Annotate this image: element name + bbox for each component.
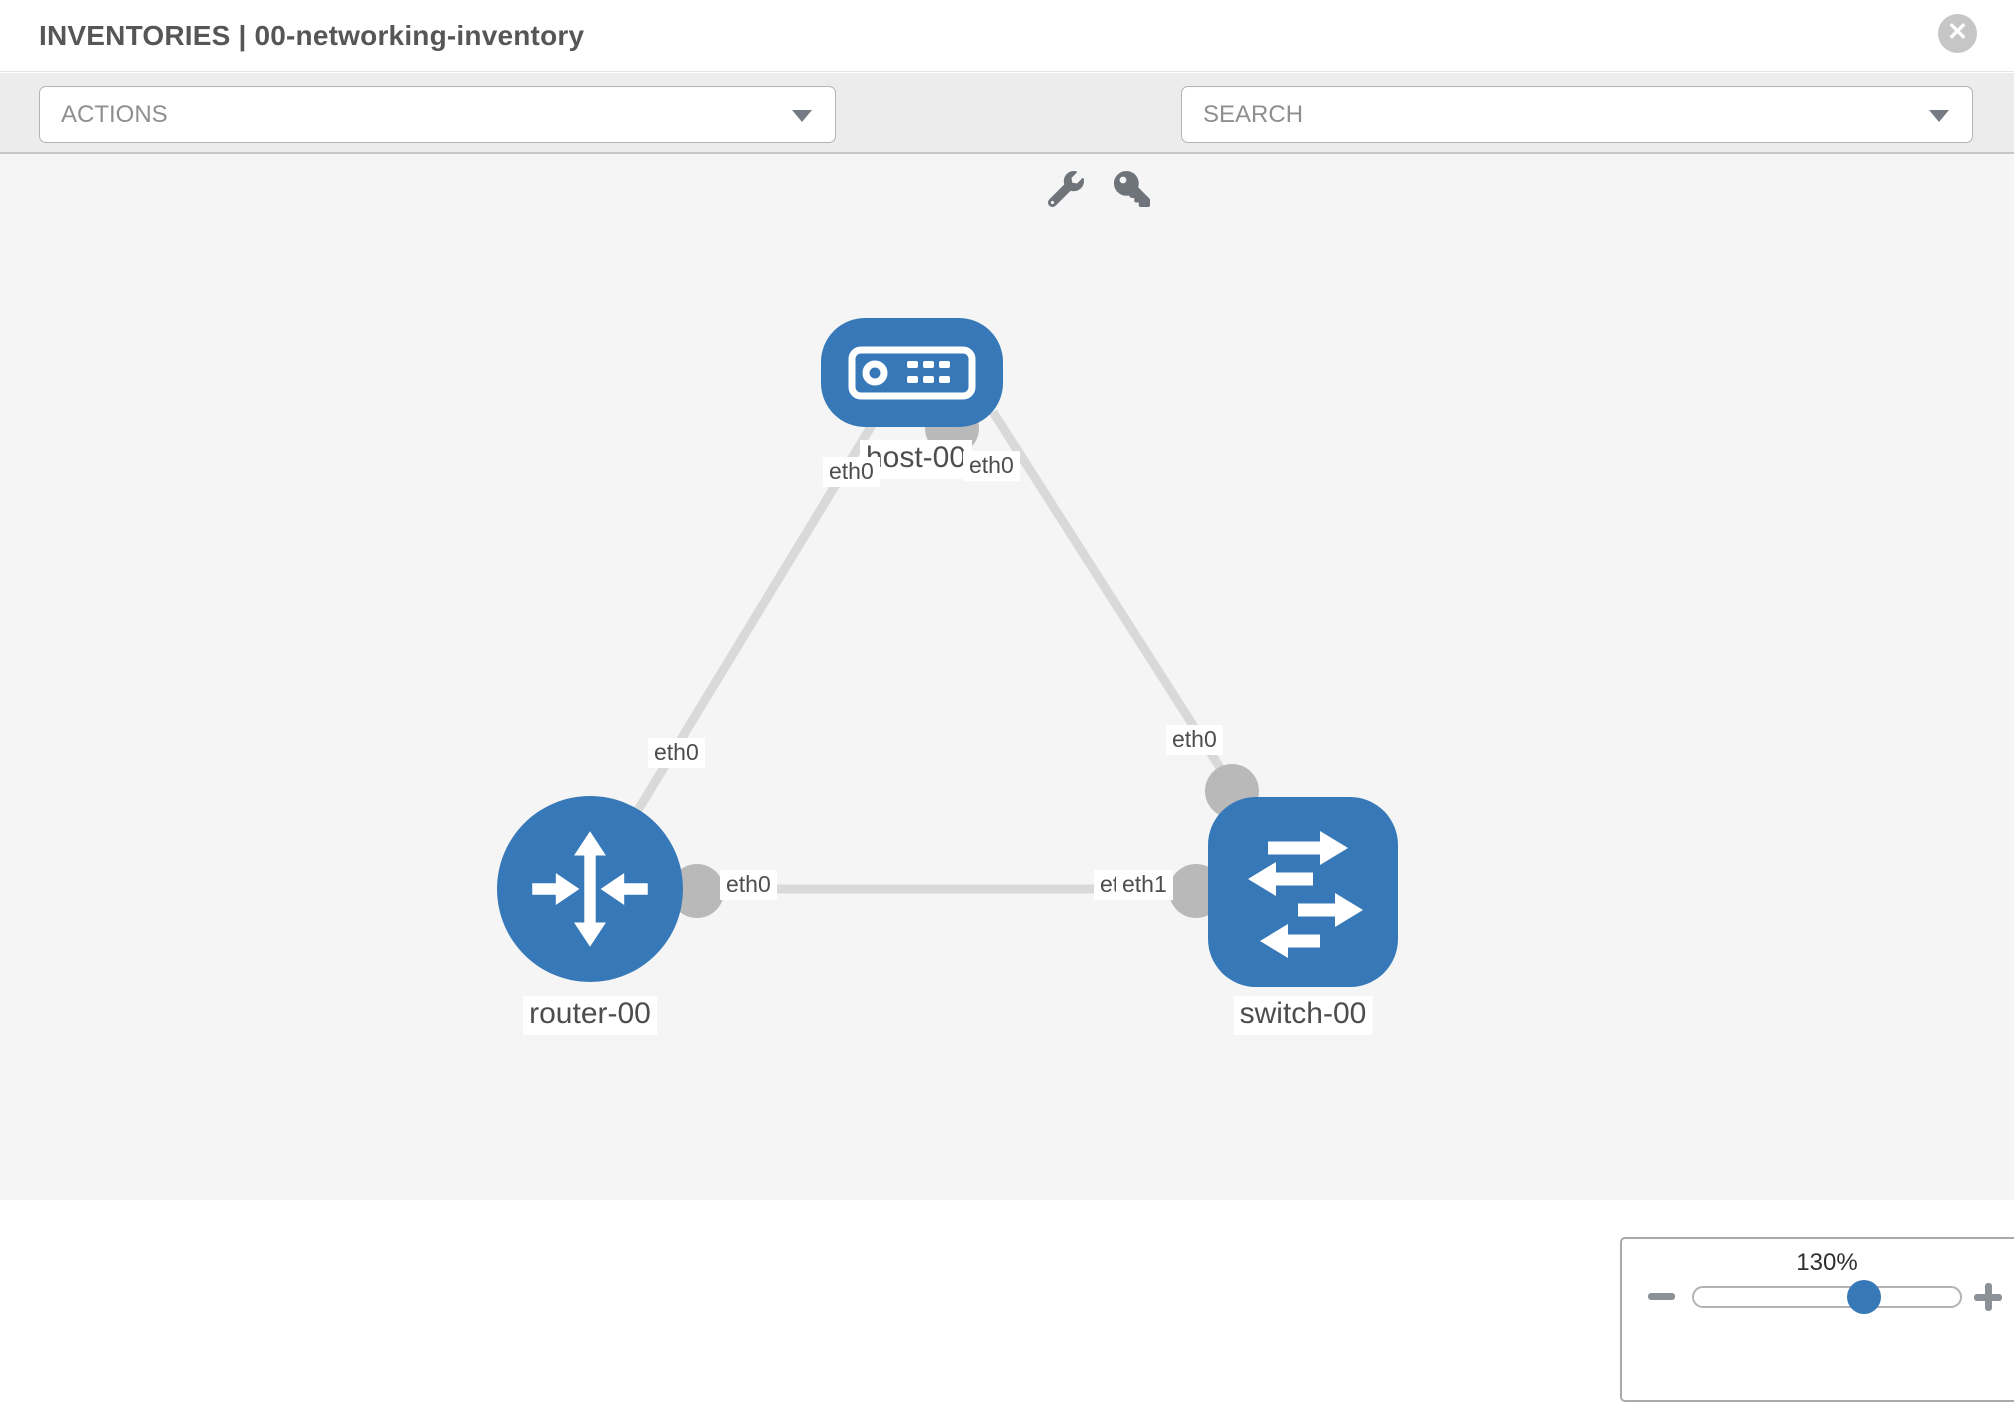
interface-label-eth1: eth1: [1116, 870, 1173, 901]
wrench-icon: [1048, 171, 1084, 207]
node-label-switch: switch-00: [1233, 996, 1373, 1035]
zoom-in-button plus-icon[interactable]: [1974, 1283, 2002, 1311]
topology-canvas[interactable]: host-00 router-00 switch-00 eth0 eth0 et…: [0, 154, 2014, 1402]
links-layer: [586, 401, 1303, 918]
zoom-panel: 130%: [1620, 1237, 2014, 1402]
toolbar: ACTIONS SEARCH: [0, 73, 2014, 207]
zoom-slider-track[interactable]: [1692, 1286, 1962, 1308]
close-button[interactable]: ✕: [1938, 14, 1977, 53]
node-switch-00[interactable]: [1208, 797, 1398, 987]
interface-label-eth0: eth0: [720, 870, 777, 901]
close-icon: ✕: [1947, 18, 1968, 46]
search-dropdown-label: SEARCH: [1203, 100, 1304, 128]
chevron-down-icon: [792, 109, 812, 122]
chevron-down-icon: [1929, 109, 1949, 122]
key-icon: [1114, 171, 1150, 207]
host-device-icon: [848, 346, 976, 399]
header: INVENTORIES | 00-networking-inventory ✕: [0, 0, 2014, 72]
zoom-slider-thumb[interactable]: [1847, 1280, 1881, 1314]
interface-label-eth0: eth0: [1166, 725, 1223, 756]
page-title: INVENTORIES | 00-networking-inventory: [39, 19, 585, 51]
actions-dropdown[interactable]: ACTIONS: [39, 86, 836, 143]
wrench-button[interactable]: [1046, 169, 1086, 209]
zoom-level: 130%: [1796, 1249, 1858, 1276]
node-host-00[interactable]: [821, 318, 1003, 427]
interface-label-eth0: eth0: [648, 738, 705, 769]
switch-arrows-icon: [1248, 831, 1363, 958]
zoom-out-button minus-icon[interactable]: [1648, 1293, 1675, 1300]
router-arrows-icon: [532, 831, 648, 947]
node-label-router: router-00: [523, 996, 657, 1035]
interface-label-eth0: eth0: [823, 457, 880, 488]
search-dropdown[interactable]: SEARCH: [1181, 86, 1973, 143]
interface-label-eth0: eth0: [963, 451, 1020, 482]
node-router-00[interactable]: [497, 796, 683, 982]
actions-dropdown-label: ACTIONS: [61, 100, 168, 128]
key-button[interactable]: [1112, 169, 1152, 209]
interface-dot-router: [670, 864, 724, 918]
